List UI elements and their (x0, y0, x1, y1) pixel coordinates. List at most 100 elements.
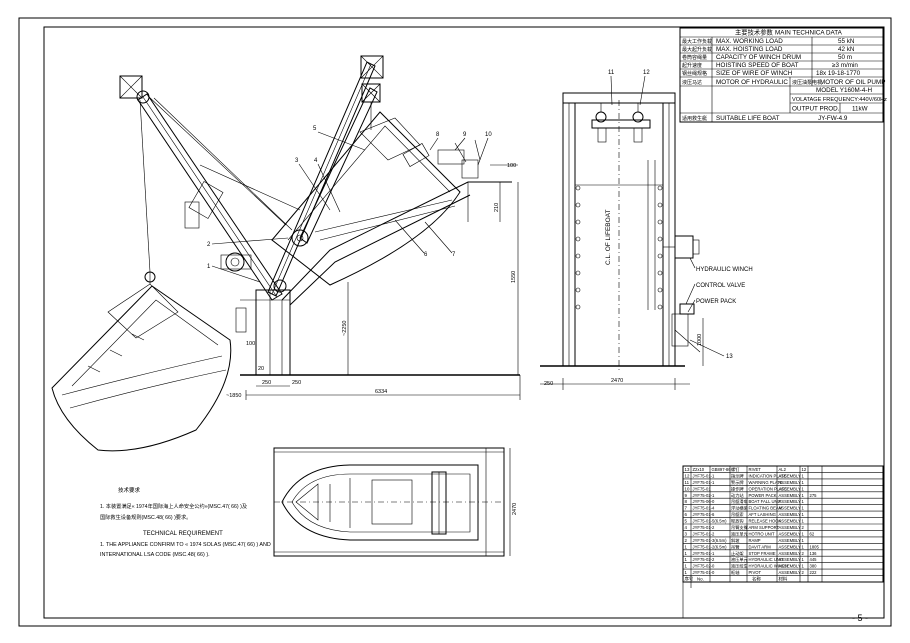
parts-cell: 275 (810, 493, 818, 498)
parts-cell: 斜坡 (731, 537, 740, 544)
pump-voltage: VOLATAGE FREQUENCY:440V/60Hz (792, 97, 887, 103)
parts-cell: 2 (685, 538, 688, 543)
callout-8: 8 (436, 132, 440, 138)
parts-cell: ASSEMBLY (779, 538, 801, 543)
parts-cell: 止动架 (731, 550, 744, 557)
parts-cell: HYDRAULIC UNIT (749, 557, 785, 562)
parts-cell: Z2x10 (693, 467, 705, 472)
parts-footer-cell: 序号 (685, 576, 694, 583)
title-heading-en: MAIN TECHNICA DATA (775, 30, 843, 37)
label-control-valve: CONTROL VALVE (696, 283, 745, 289)
parts-cell: ASSEMBLY (779, 525, 801, 530)
spec-val-6: JY-FW-4.9 (818, 115, 848, 122)
callout-1: 1 (207, 264, 211, 270)
pump-model: MODEL Y160M-4-H (816, 87, 872, 94)
parts-cell: JYF75-02-2 (693, 557, 716, 562)
callout-11: 11 (608, 70, 615, 76)
dim-210: 210 (494, 203, 500, 212)
spec-en-2: CAPACITY OF WINCH DRUM (716, 54, 801, 61)
parts-cell: 螺钉 (731, 466, 740, 473)
spec-cn-4: 钢丝绳规格 (682, 70, 707, 77)
notes-line1-cn: 1. 本装置满足« 1974年国际海上人命安全公约»(MSC.47( 66) )… (100, 502, 247, 510)
dim-2470: 2470 (611, 378, 623, 384)
parts-cell: 3 (685, 531, 688, 536)
dim-100: 100 (507, 163, 516, 169)
parts-cell: JYF75-01-6 (693, 512, 716, 517)
parts-cell: 2 (802, 551, 805, 556)
callout-4: 4 (314, 158, 318, 164)
parts-cell: 12 (685, 473, 690, 478)
parts-cell: 12 (802, 467, 807, 472)
parts-cell: 10 (685, 486, 690, 491)
parts-cell: 操作牌 (731, 485, 744, 492)
parts-cell: 380 (810, 564, 818, 569)
parts-cell: STOP FRAME (749, 551, 776, 556)
callout-9: 9 (463, 132, 467, 138)
parts-cell: ASSEMBLY (779, 499, 801, 504)
parts-cell: ASSEMBLY (779, 531, 801, 536)
spec-cn-3: 起升速度 (682, 62, 702, 69)
outer-frame (18, 17, 892, 627)
spec-val-3: ≥3 m/min (832, 62, 858, 69)
spec-cn-5: 液压马达 (682, 79, 702, 86)
title-block: 主要技术参数 MAIN TECHNICA DATA 最大工作负载 MAX. WO… (679, 27, 887, 123)
parts-cell: ASSEMBLY (779, 570, 801, 575)
callout-5: 5 (313, 126, 317, 132)
spec-val-2: 50 m (838, 54, 852, 61)
parts-cell: 4 (685, 525, 688, 530)
parts-cell: ASSEMBLY (779, 551, 801, 556)
notes-line1-en: 1. THE APPLIANCE CONFIRM TO « 1974 SOLAS… (100, 542, 271, 548)
parts-cell: ASSEMBLY (779, 512, 801, 517)
parts-cell: 吊艇索 (731, 511, 744, 518)
front-view: C.L. OF LIFEBOAT HYDRAULIC WINCH CONTROL… (540, 92, 753, 390)
pump-output-value: 11kW (852, 106, 868, 113)
inner-frame (43, 26, 885, 619)
parts-cell: JYF75-01-1 (693, 480, 716, 485)
parts-cell: ASSEMBLY (779, 557, 801, 562)
parts-cell: 动力站 (731, 492, 744, 499)
pump-output-label: OUTPUT PROD. (792, 106, 840, 113)
lifeboat-stowed (271, 111, 461, 286)
parts-cell: RAMP (749, 538, 761, 543)
parts-footer-cell: 名称 (752, 576, 761, 583)
parts-cell: 13 (685, 467, 690, 472)
parts-cell: JYF75-01-2(6.5m) (693, 544, 728, 549)
parts-cell: 液压绞车 (731, 563, 748, 570)
callout-7: 7 (452, 252, 456, 258)
dim-2250: ~2250 (342, 321, 348, 336)
parts-cell: JYF75-01-1 (693, 551, 716, 556)
parts-cell: WARNING PLATE (749, 480, 783, 485)
dim-1550: 1550 (511, 271, 517, 283)
parts-cell: JYF75-01-5(6.5m) (693, 519, 728, 524)
page-number: - 5 - (852, 613, 869, 623)
dim-1850: ~1850 (226, 393, 241, 399)
parts-cell: GB897-86 (712, 467, 732, 472)
parts-cell: ASSEMBLY (779, 480, 801, 485)
parts-cell: 222 (810, 570, 818, 575)
parts-cell: 445 (810, 557, 818, 562)
dim-2470b: 2470 (512, 503, 518, 515)
spec-val-0: 55 kN (838, 38, 855, 45)
parts-cell: RIVET (749, 467, 762, 472)
callout-12: 12 (643, 70, 650, 76)
parts-cell: 1 (802, 519, 805, 524)
parts-cell: 1 (802, 544, 805, 549)
spec-en-0: MAX. WORKING LOAD (716, 38, 783, 45)
parts-cell: ASSEMBLY (779, 506, 801, 511)
lifeboat-lowered (51, 271, 232, 452)
parts-cell: 1 (685, 564, 688, 569)
centerline-label: C.L. OF LIFEBOAT (605, 209, 612, 265)
parts-cell: 1 (802, 473, 805, 478)
parts-cell: 1 (685, 544, 688, 549)
parts-cell: ASSEMBLY (779, 486, 801, 491)
parts-cell: AFT LASHING (749, 512, 776, 517)
parts-cell: JYF75-01 (693, 486, 712, 491)
parts-cell: FLOATING BEAM (749, 506, 783, 511)
parts-cell: AL2 (779, 467, 787, 472)
parts-cell: OPERATION PLATE (749, 486, 788, 491)
parts-cell: JYF75-02-1 (693, 493, 716, 498)
parts-cell: POWER PACK (749, 493, 777, 498)
notes-line2-en: INTERNATIONAL LSA CODE (MSC.48( 66) ). (100, 552, 210, 558)
